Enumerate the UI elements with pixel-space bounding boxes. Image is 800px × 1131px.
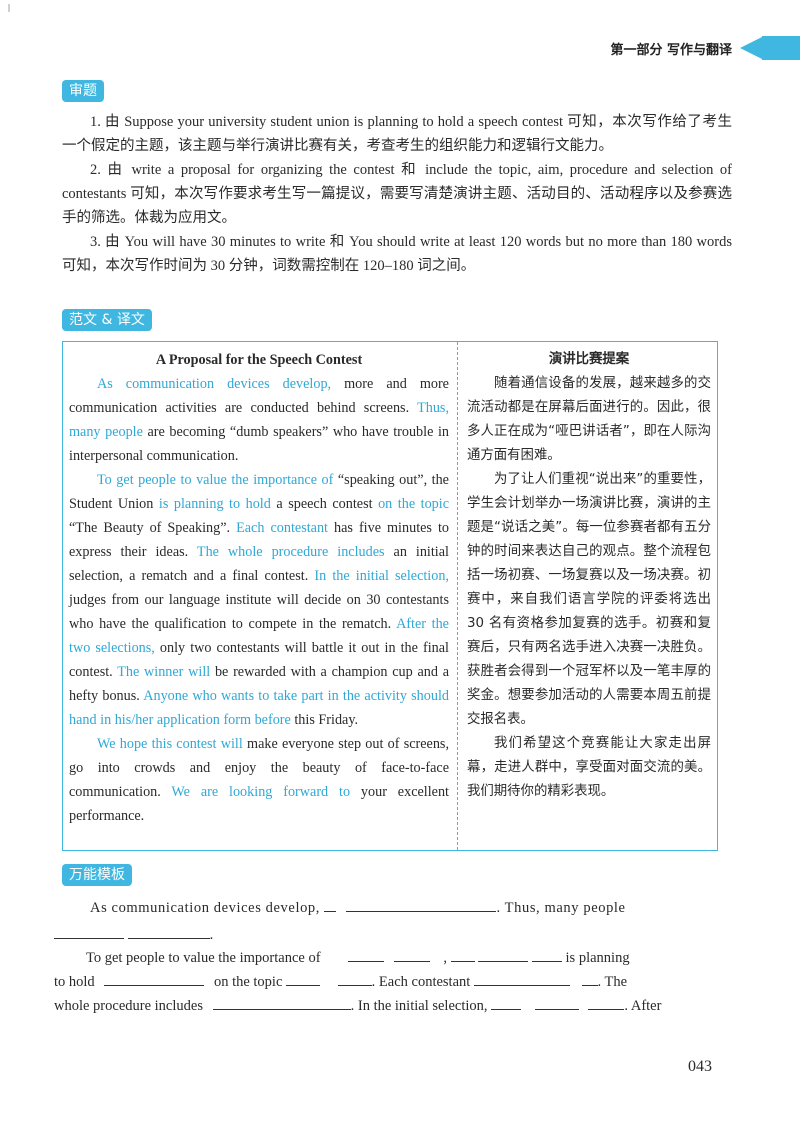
template-text: As communication devices develop,: [90, 900, 320, 916]
template-text: ,: [443, 950, 448, 966]
blank: [588, 993, 625, 1010]
blank: [348, 945, 385, 962]
blank: [531, 945, 562, 962]
phrase: is planning to hold: [158, 496, 271, 512]
phrase: In the initial selection,: [314, 568, 449, 584]
blank: [581, 969, 598, 986]
template-text: whole procedure includes: [54, 998, 203, 1014]
blank: [212, 993, 351, 1010]
page-number: 043: [688, 1058, 712, 1075]
text: only two contestants will battle it out …: [69, 640, 449, 680]
phrase: Anyone who wants to take part in the act…: [69, 688, 450, 728]
phrase: The whole procedure includes: [196, 544, 385, 560]
section-title: 第一部分 写作与翻译: [610, 42, 732, 58]
tag-template: 万能模板: [62, 864, 132, 886]
template-line-2: .: [54, 922, 213, 947]
template-text: To get people to value the importance of: [86, 950, 321, 966]
template-text: . In the initial selection,: [350, 998, 488, 1014]
tag-sample: 范文 & 译文: [62, 309, 152, 331]
phrase: The winner will: [117, 664, 211, 680]
essay-paragraph-3: We hope this contest will make everyone …: [69, 732, 449, 828]
analysis-item-3: 3. 由 You will have 30 minutes to write 和…: [62, 234, 732, 274]
phrase: To get people to value the importance of: [97, 472, 334, 488]
template-text: .: [209, 927, 214, 943]
analysis-item-1: 1. 由 Suppose your university student uni…: [62, 114, 732, 154]
phrase: Thus, many people: [69, 400, 449, 440]
header-bar: [762, 36, 800, 60]
text: make everyone step out of screens, go in…: [69, 736, 449, 800]
text: has five minutes to express their ideas.: [69, 520, 450, 560]
header-arrow-icon: [740, 37, 762, 59]
phrase: on the topic: [378, 496, 450, 512]
template-line-5: whole procedure includes . In the initia…: [54, 993, 661, 1018]
template-text: to hold: [54, 974, 95, 990]
essay-column: A Proposal for the Speech Contest As com…: [69, 348, 449, 828]
phrase: We hope this contest will: [97, 736, 243, 752]
essay-title: A Proposal for the Speech Contest: [155, 352, 363, 368]
blank: [337, 969, 372, 986]
template-text: . Each contestant: [371, 974, 471, 990]
text: be rewarded with a champion cup and a he…: [69, 664, 449, 704]
template-text: . Thus, many people: [496, 900, 626, 916]
template-line-3: To get people to value the importance of…: [86, 945, 630, 970]
template-text: . The: [597, 974, 628, 990]
blank: [450, 945, 475, 962]
text: are becoming “dumb speakers” who have tr…: [69, 424, 449, 464]
template-text: is planning: [565, 950, 630, 966]
blank: [534, 993, 579, 1010]
template-text: . After: [624, 998, 662, 1014]
template-line-1: As communication devices develop, . Thus…: [90, 895, 626, 920]
blank: [478, 945, 529, 962]
blank: [324, 895, 337, 912]
translation-title: 演讲比赛提案: [548, 352, 630, 367]
analysis-item-2: 2. 由 write a proposal for organizing the…: [62, 162, 732, 226]
text: “The Beauty of Speaking”.: [69, 520, 237, 536]
corner-mark: [8, 4, 10, 12]
blank: [286, 969, 321, 986]
blank: [54, 922, 124, 939]
blank: [127, 922, 210, 939]
blank: [346, 895, 497, 912]
translation-paragraph-3: 我们希望这个竞赛能让大家走出屏幕，走进人群中，享受面对面交流的美。我们期待你的精…: [467, 736, 711, 799]
phrase: We are looking forward to: [171, 784, 351, 800]
column-divider: [457, 342, 458, 850]
tag-analysis: 审题: [62, 80, 104, 102]
text: this Friday.: [290, 712, 359, 728]
template-line-4: to hold on the topic . Each contestant .…: [54, 969, 627, 994]
text: judges from our language institute will …: [69, 592, 449, 632]
phrase: As communication devices develop,: [97, 376, 332, 392]
phrase: Each contestant: [236, 520, 328, 536]
phrase: After the two selections,: [69, 616, 449, 656]
blank: [491, 993, 522, 1010]
sample-box: A Proposal for the Speech Contest As com…: [62, 341, 718, 851]
text: your excellent performance.: [69, 784, 450, 824]
text: more and more communication activities a…: [69, 376, 449, 416]
template-text: on the topic: [213, 974, 283, 990]
section-header: 第一部分 写作与翻译: [610, 30, 800, 66]
blank: [393, 945, 430, 962]
analysis-section: 1. 由 Suppose your university student uni…: [62, 110, 732, 278]
translation-paragraph-1: 随着通信设备的发展，越来越多的交流活动都是在屏幕后面进行的。因此，很多人正在成为…: [467, 376, 711, 463]
essay-paragraph-1: As communication devices develop, more a…: [69, 372, 449, 468]
text: a speech contest: [270, 496, 379, 512]
translation-paragraph-2: 为了让人们重视“说出来”的重要性，学生会计划举办一场演讲比赛，演讲的主题是“说话…: [467, 472, 711, 727]
text: “speaking out”, the Student Union: [69, 472, 449, 512]
translation-column: 演讲比赛提案 随着通信设备的发展，越来越多的交流活动都是在屏幕后面进行的。因此，…: [467, 348, 711, 804]
blank: [473, 969, 570, 986]
essay-paragraph-2: To get people to value the importance of…: [69, 468, 449, 732]
text: an initial selection, a rematch and a fi…: [69, 544, 449, 584]
blank: [104, 969, 205, 986]
